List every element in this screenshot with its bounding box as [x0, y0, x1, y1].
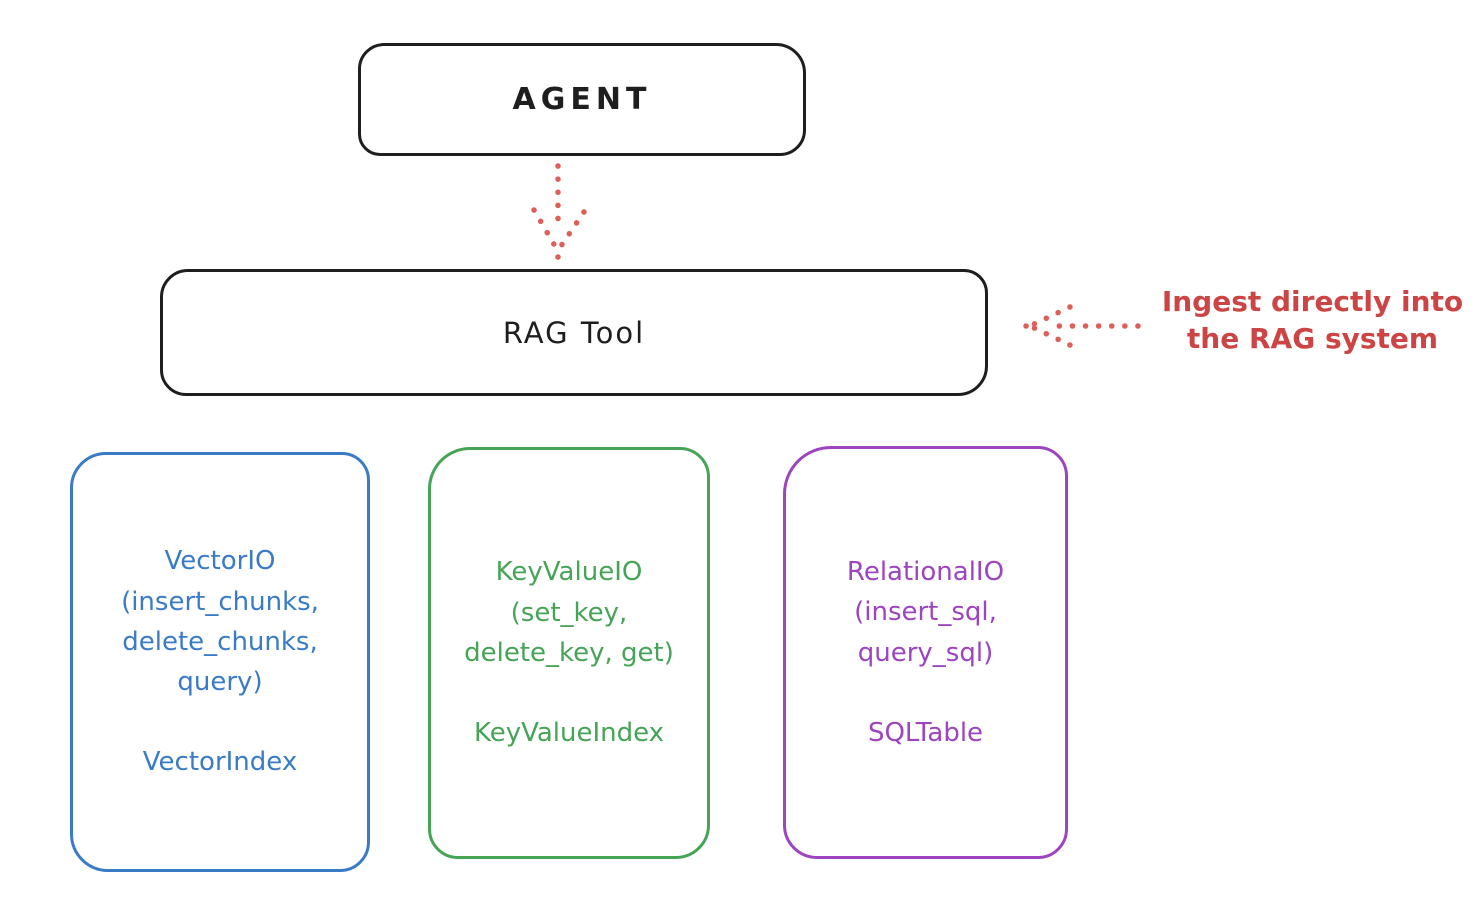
key-value-io-subtitle: KeyValueIndex	[473, 718, 665, 749]
agent-to-rag-arrow-icon	[531, 163, 587, 260]
agent-label: AGENT	[512, 82, 652, 117]
key-value-io-node: KeyValueIO (set_key, delete_key, get) Ke…	[428, 447, 710, 859]
relational-io-subtitle: SQLTable	[867, 717, 984, 748]
ingest-annotation: Ingest directly into the RAG system	[1161, 285, 1464, 355]
key-value-io-title: KeyValueIO (set_key, delete_key, get)	[464, 557, 674, 668]
rag-tool-node: RAG Tool	[160, 269, 988, 396]
rag-tool-label: RAG Tool	[502, 315, 646, 350]
agent-node: AGENT	[358, 43, 806, 156]
vector-io-subtitle: VectorIndex	[142, 747, 298, 778]
relational-io-title: RelationalIO (insert_sql, query_sql)	[846, 556, 1005, 668]
vector-io-node: VectorIO (insert_chunks, delete_chunks, …	[70, 452, 370, 872]
ingest-arrow-icon	[1023, 304, 1141, 348]
vector-io-title: VectorIO (insert_chunks, delete_chunks, …	[121, 546, 319, 698]
relational-io-node: RelationalIO (insert_sql, query_sql) SQL…	[783, 446, 1068, 859]
